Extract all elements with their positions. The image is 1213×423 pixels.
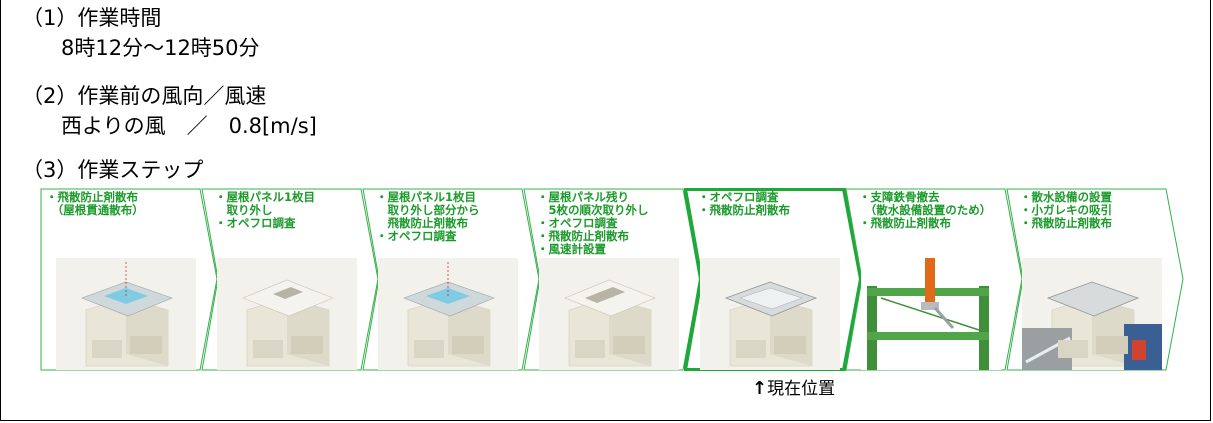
step-5: ・オペフロ調査・飛散防止剤散布 [684,188,862,371]
step-7: ・散水設備の設置・小ガレキの吸引・飛散防止剤散布 [1006,188,1184,371]
step-text-line: 飛散防止剤散布 [376,216,468,230]
step-text-line: ・支障鉄骨撤去 [859,190,940,204]
step-description: ・屋根パネル1枚目 取り外し部分から 飛散防止剤散布・オペフロ調査 [376,191,530,243]
up-arrow-icon: ↑ [752,378,768,399]
step-description: ・飛散防止剤散布 （屋根貫通散布） [46,191,208,217]
building-spray-icon [56,258,196,370]
step-text-line: ・オペフロ調査 [537,216,618,230]
step-text-line: ・飛散防止剤散布 [698,203,790,217]
step-4: ・屋根パネル残り 5枚の順次取り外し・オペフロ調査・飛散防止剤散布・風速計設置 [523,188,701,371]
step-text-line: ・飛散防止剤散布 [1020,216,1112,230]
current-position-marker: ↑現在位置 [752,378,835,400]
step-text-line: 取り外し部分から [376,203,480,217]
step-text-line: ・小ガレキの吸引 [1020,203,1112,217]
step-description: ・散水設備の設置・小ガレキの吸引・飛散防止剤散布 [1020,191,1174,230]
time-heading: （1）作業時間 [22,6,162,30]
step-text-line: ・屋根パネル1枚目 [215,190,316,204]
steps-heading: （3）作業ステップ [22,158,204,182]
step-6: ・支障鉄骨撤去 （散水設備設置のため）・飛散防止剤散布 [845,188,1023,371]
step-description: ・屋根パネル1枚目 取り外し・オペフロ調査 [215,191,369,230]
building-panels-removed-icon [539,258,679,370]
step-text-line: ・風速計設置 [537,242,606,256]
wind-heading: （2）作業前の風向／風速 [22,84,267,108]
step-description: ・屋根パネル残り 5枚の順次取り外し・オペフロ調査・飛散防止剤散布・風速計設置 [537,191,691,256]
step-text-line: ・オペフロ調査 [376,229,457,243]
step-text-line: 5枚の順次取り外し [537,203,649,217]
step-text-line: ・屋根パネル1枚目 [376,190,477,204]
steel-frame-cutter-icon [861,258,1001,370]
step-text-line: ・散水設備の設置 [1020,190,1112,204]
building-open-roof-icon [700,258,840,370]
step-text-line: ・飛散防止剤散布 [537,229,629,243]
step-description: ・支障鉄骨撤去 （散水設備設置のため）・飛散防止剤散布 [859,191,1013,230]
step-text-line: ・飛散防止剤散布 [46,190,138,204]
step-text-line: ・オペフロ調査 [698,190,779,204]
step-3: ・屋根パネル1枚目 取り外し部分から 飛散防止剤散布・オペフロ調査 [362,188,540,371]
step-1: ・飛散防止剤散布 （屋根貫通散布） [40,188,218,371]
building-panel-removed-icon [217,258,357,370]
step-text-line: （屋根貫通散布） [46,203,144,217]
step-text-line: ・飛散防止剤散布 [859,216,951,230]
step-text-line: ・屋根パネル残り [537,190,629,204]
current-position-label: 現在位置 [767,379,836,399]
time-value: 8時12分〜12時50分 [61,36,260,60]
work-steps-flow: ・飛散防止剤散布 （屋根貫通散布）・屋根パネル1枚目 取り外し・オペフロ調査・屋… [40,188,1203,373]
step-text-line: （散水設備設置のため） [859,203,992,217]
step-description: ・オペフロ調査・飛散防止剤散布 [698,191,852,217]
wind-value: 西よりの風 ／ 0.8[m/s] [61,114,317,138]
building-water-spray-icon [1022,258,1162,370]
step-text-line: ・オペフロ調査 [215,216,296,230]
step-text-line: 取り外し [215,203,273,217]
step-2: ・屋根パネル1枚目 取り外し・オペフロ調査 [201,188,379,371]
building-spray-icon [378,258,518,370]
